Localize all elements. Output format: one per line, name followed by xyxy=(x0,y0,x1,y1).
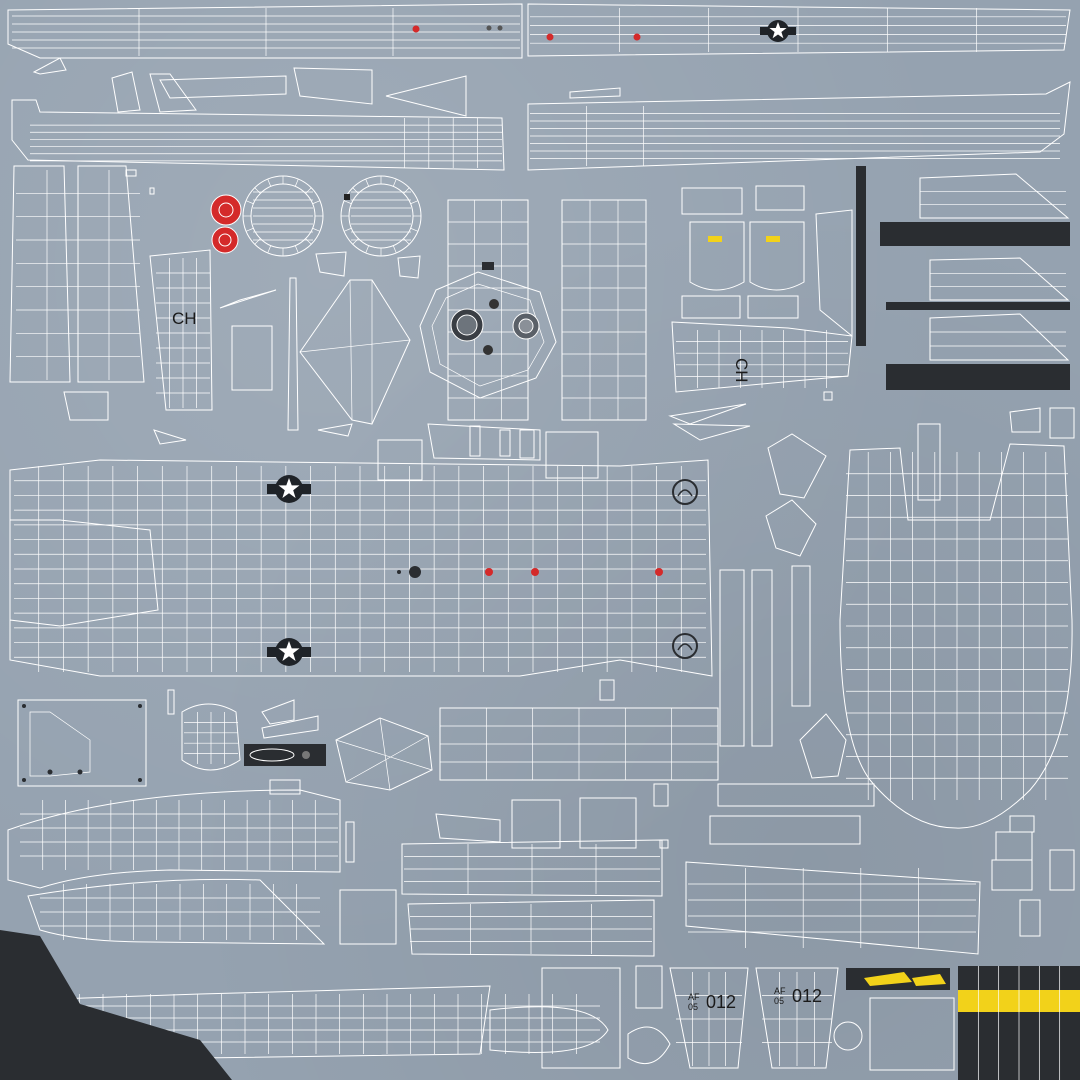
tail-prefix-left: AF xyxy=(688,992,700,1002)
star-and-bar-icon xyxy=(267,638,311,666)
mid-bottom-parts xyxy=(339,783,669,945)
wing-lower-panel-c xyxy=(685,861,981,955)
wing-lower-right-strip xyxy=(527,81,1071,171)
nacelle-parts xyxy=(719,407,1041,779)
belly-side-tiles xyxy=(991,815,1075,891)
tail-number-left: 012 xyxy=(706,992,736,1012)
cowl-curve-upper xyxy=(7,789,341,889)
grid-panel-center-left xyxy=(447,199,529,421)
rudder-right: CH xyxy=(671,321,853,393)
tail-year-left: 05 xyxy=(688,1002,698,1012)
cowl-ring-right xyxy=(340,175,422,257)
tail-fin-left: AF 05 012 xyxy=(669,967,749,1069)
small-pieces-row xyxy=(32,57,621,117)
red-roundel-icon xyxy=(210,194,242,254)
flap-panel-left xyxy=(9,165,145,383)
wing-light-red xyxy=(412,25,420,33)
nose-cap-polygon xyxy=(335,717,433,791)
canopy-frame-parts xyxy=(681,185,853,338)
wing-top-right-strip xyxy=(527,3,1071,57)
zigzag-parts xyxy=(261,699,319,739)
fuselage-main xyxy=(9,459,713,677)
star-and-bar-icon xyxy=(760,20,796,42)
small-fin-parts xyxy=(63,251,421,421)
tail-year-right: 05 xyxy=(774,996,784,1006)
canopy-rail-panels xyxy=(856,166,1070,390)
scattered-bits xyxy=(125,169,1075,937)
rudder-left: CH xyxy=(149,249,213,411)
propeller-blades xyxy=(958,966,1080,1080)
delta-piece xyxy=(287,277,411,431)
belly-tank-shape xyxy=(839,443,1073,829)
tail-prefix-right: AF xyxy=(774,986,786,996)
hatch-panel xyxy=(17,699,147,787)
squadron-emblem-icon xyxy=(672,479,698,659)
rudder-code-left: CH xyxy=(172,309,197,328)
dome-piece xyxy=(181,703,241,771)
aileron-strips xyxy=(709,783,875,845)
instrument-panel xyxy=(244,744,326,795)
cowl-curve-lower xyxy=(27,878,326,945)
wing-lower-panel-b xyxy=(407,899,655,957)
wing-lower-left-strip xyxy=(11,99,505,171)
grid-panel-center-right xyxy=(561,199,647,421)
bottom-small-parts xyxy=(541,965,955,1071)
star-and-bar-icon xyxy=(267,475,311,503)
engine-front-panel xyxy=(419,271,557,399)
tail-fin-right: AF 05 012 xyxy=(755,967,839,1069)
mid-small-parts xyxy=(153,403,751,481)
tail-number-right: 012 xyxy=(792,986,822,1006)
wing-lower-panel-a xyxy=(401,839,663,897)
wing-top-left-strip xyxy=(7,3,523,59)
wing-root-panel xyxy=(439,707,719,781)
dark-corner-patch xyxy=(0,930,232,1080)
rudder-code-right: CH xyxy=(732,358,751,383)
cowl-ring-left xyxy=(242,175,324,257)
